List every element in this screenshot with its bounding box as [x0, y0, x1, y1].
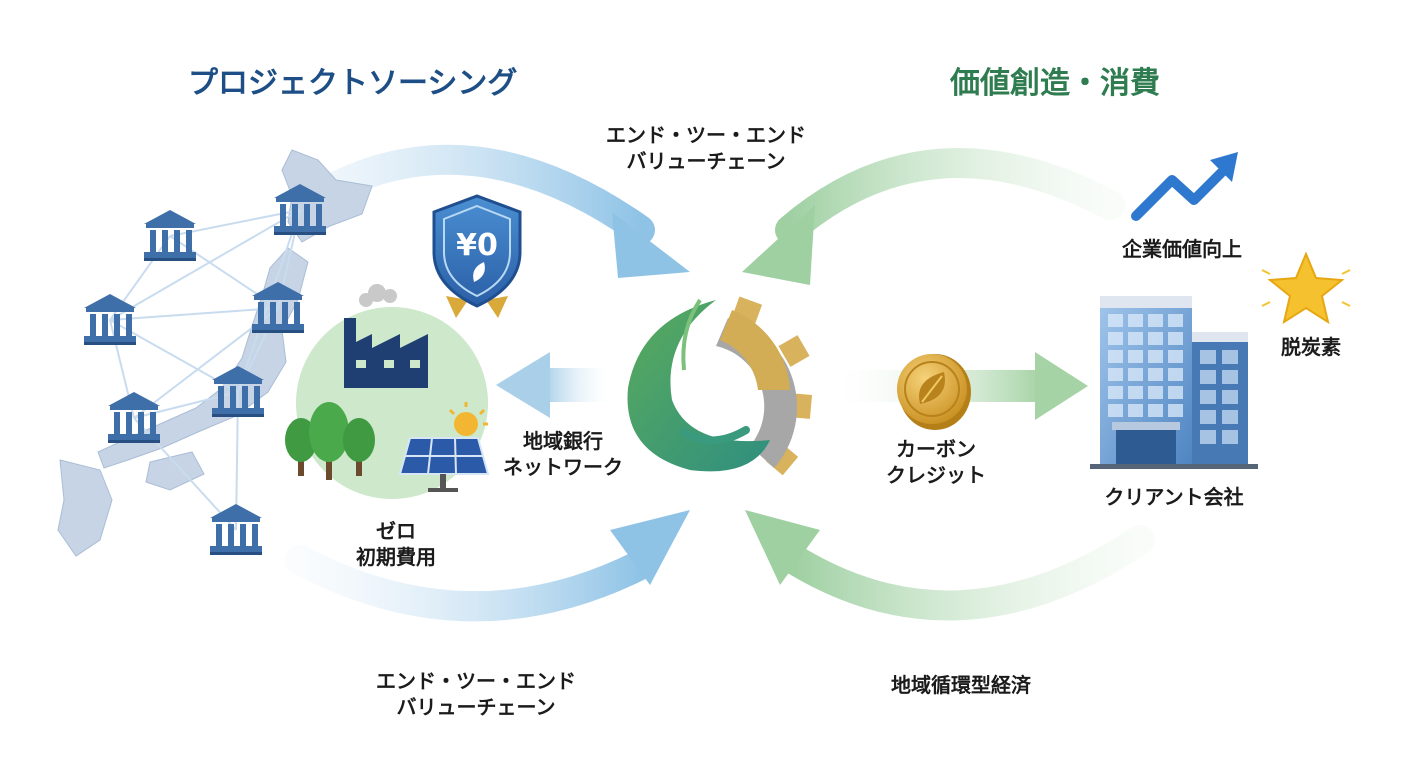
smoke-icon — [359, 284, 397, 307]
bank-icon — [274, 184, 326, 235]
right-section-title: 価値創造・消費 — [950, 66, 1160, 101]
bank-icon — [212, 366, 264, 417]
bottom-left-flow-arrow — [285, 510, 690, 622]
leaf-gear-logo-icon — [627, 296, 813, 476]
renewable-project-circle — [285, 284, 490, 499]
bank-icons — [84, 184, 326, 555]
bank-icon — [210, 504, 262, 555]
bottom-right-flow-arrow — [745, 510, 1155, 621]
star-icon — [1261, 251, 1351, 325]
client-building-icon — [1090, 296, 1258, 469]
client-company-label: クリアント会社 — [1104, 485, 1244, 509]
top-left-flow-arrow — [305, 144, 690, 278]
trees-icon — [285, 402, 375, 480]
bank-network-label: 地域銀行 ネットワーク — [503, 429, 623, 479]
factory-icon — [344, 318, 428, 388]
top-right-flow-arrow — [742, 148, 1125, 285]
bank-icon — [252, 282, 304, 333]
corporate-value-label: 企業価値向上 — [1122, 237, 1242, 261]
kyushu-shape — [57, 459, 113, 557]
bank-icon — [84, 294, 136, 345]
bank-icon — [108, 392, 160, 443]
decarbonization-label: 脱炭素 — [1281, 335, 1341, 359]
circular-economy-label: 地域循環型経済 — [891, 673, 1031, 697]
top-flow-label: エンド・ツー・エンド バリューチェーン — [606, 123, 806, 173]
carbon-coin-icon — [897, 354, 971, 430]
solar-panel-icon — [398, 437, 490, 492]
left-section-title: プロジェクトソーシング — [188, 66, 518, 101]
sun-icon — [448, 402, 488, 436]
zero-yen-badge-text: ¥0 — [456, 228, 498, 263]
bank-icon — [144, 210, 196, 261]
zero-yen-shield-icon — [432, 194, 522, 318]
shikoku-shape — [145, 451, 205, 491]
growth-trend-icon — [1131, 152, 1238, 221]
to-bank-network-arrow — [496, 352, 615, 418]
carbon-credit-label: カーボン クレジット — [886, 437, 986, 487]
zero-cost-label: ゼロ 初期費用 — [356, 519, 436, 569]
bottom-flow-label: エンド・ツー・エンド バリューチェーン — [376, 669, 576, 719]
building-windows — [1108, 314, 1238, 444]
